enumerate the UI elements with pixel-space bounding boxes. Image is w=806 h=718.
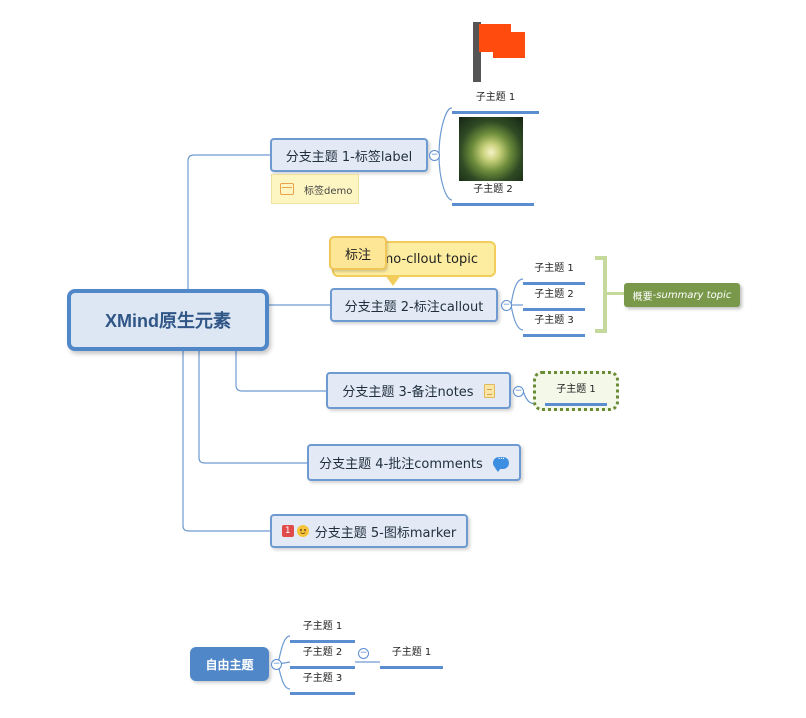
summary-bracket bbox=[595, 256, 607, 333]
callout-text: mo-cllout topic bbox=[380, 251, 478, 267]
subtopic[interactable]: 子主题 1 bbox=[452, 89, 539, 114]
free-topic[interactable]: 自由主题 bbox=[190, 647, 269, 681]
branch-topic-comments[interactable]: 分支主题 4-批注comments bbox=[307, 444, 521, 481]
subtopic[interactable]: 子主题 1 bbox=[523, 260, 585, 285]
label-icon bbox=[280, 183, 294, 195]
label-text: 标签demo bbox=[304, 185, 353, 197]
smiley-icon[interactable] bbox=[296, 525, 309, 537]
collapse-toggle-icon[interactable]: − bbox=[513, 386, 524, 397]
collapse-toggle-icon[interactable]: − bbox=[429, 150, 440, 161]
summary-connector bbox=[607, 292, 624, 295]
summary-text: summary topic bbox=[656, 289, 732, 301]
branch-topic-callout[interactable]: 分支主题 2-标注callout bbox=[330, 288, 498, 322]
priority-1-icon[interactable]: 1 bbox=[281, 525, 294, 537]
forest-image bbox=[459, 117, 523, 181]
central-topic[interactable]: XMind原生元素 bbox=[67, 289, 269, 351]
subtopic[interactable]: 子主题 3 bbox=[290, 670, 355, 695]
comment-icon[interactable] bbox=[492, 454, 509, 472]
subtopic[interactable]: 子主题 1 bbox=[290, 618, 355, 643]
subtopic[interactable]: 子主题 2 bbox=[523, 286, 585, 311]
summary-separator: - bbox=[652, 289, 657, 301]
callout-label[interactable]: 标注 bbox=[329, 236, 387, 270]
note-icon[interactable] bbox=[483, 383, 495, 398]
branch-label: 分支主题 5-图标marker bbox=[314, 525, 457, 541]
subtopic[interactable]: 子主题 1 bbox=[545, 381, 607, 406]
branch-label: 分支主题 4-批注comments bbox=[319, 457, 483, 472]
branch-topic-label[interactable]: 分支主题 1-标签label bbox=[270, 138, 428, 172]
collapse-toggle-icon[interactable]: − bbox=[501, 300, 512, 311]
branch-topic-marker[interactable]: 1 分支主题 5-图标marker bbox=[270, 514, 468, 548]
subtopic[interactable]: 子主题 1 bbox=[380, 644, 443, 669]
collapse-toggle-icon[interactable]: − bbox=[271, 659, 282, 670]
branch-label: 分支主题 3-备注notes bbox=[342, 385, 474, 400]
subtopic[interactable]: 子主题 3 bbox=[523, 312, 585, 337]
label-tag[interactable]: 标签demo bbox=[271, 174, 359, 204]
callout-pointer bbox=[385, 275, 401, 286]
summary-prefix: 概要 bbox=[632, 291, 653, 303]
subtopic[interactable]: 子主题 2 bbox=[290, 644, 355, 669]
branch-topic-notes[interactable]: 分支主题 3-备注notes bbox=[326, 372, 511, 409]
flag-icon bbox=[473, 22, 525, 82]
collapse-toggle-icon[interactable]: − bbox=[358, 648, 369, 659]
summary-topic[interactable]: 概要-summary topic bbox=[624, 283, 740, 307]
subtopic[interactable]: 子主题 2 bbox=[452, 181, 534, 206]
